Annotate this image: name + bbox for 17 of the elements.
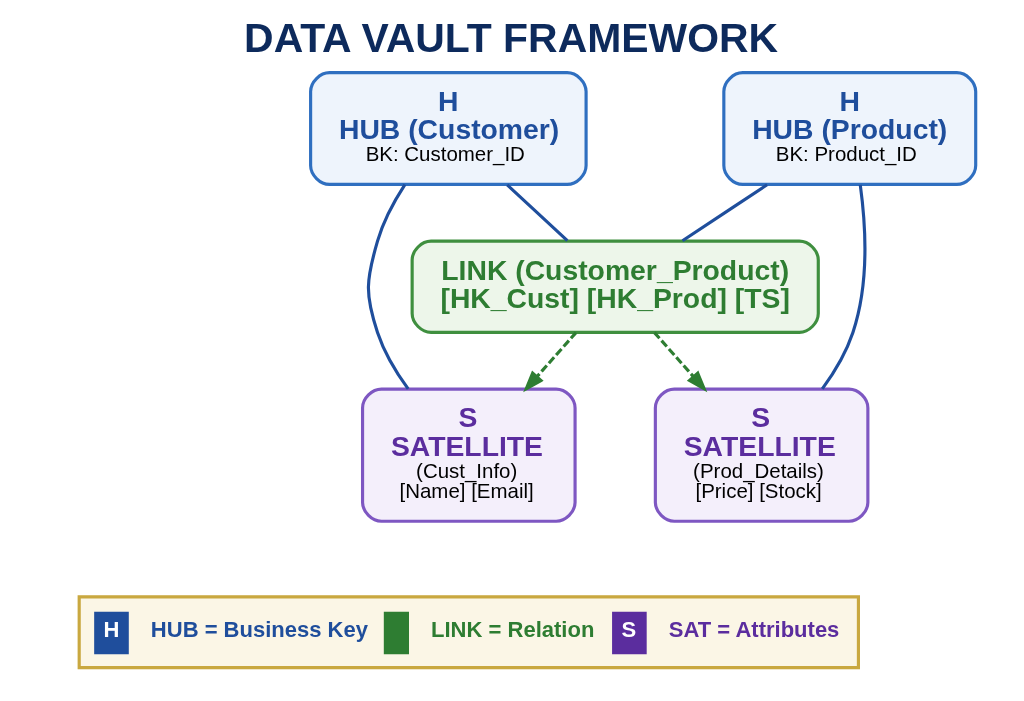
legend-label: HUB = Business Key xyxy=(150,617,368,643)
node-box: H HUB (Customer) BK: Customer_ID xyxy=(308,71,588,186)
node-box: S SATELLITE (Cust_Info) [Name] [Email] xyxy=(360,387,577,523)
node-box: H HUB (Product) BK: Product_ID xyxy=(721,71,977,186)
arrow xyxy=(652,331,707,393)
label: H xyxy=(103,617,120,643)
label: S xyxy=(621,617,636,643)
node-box: LINK (Customer_Product) [HK_Cust] [HK_Prod] [TS] xyxy=(410,239,820,334)
legend-label: LINK = Relation xyxy=(430,617,594,643)
connector xyxy=(681,183,768,242)
connector xyxy=(366,183,409,390)
connector xyxy=(505,183,568,242)
diagram-title: DATA VAULT FRAMEWORK xyxy=(243,14,778,61)
connector xyxy=(820,184,866,390)
legend-label: SAT = Attributes xyxy=(668,617,839,643)
arrow xyxy=(522,331,577,393)
node-box: S SATELLITE (Prod_Details) [Price] [Stock] xyxy=(653,387,869,523)
